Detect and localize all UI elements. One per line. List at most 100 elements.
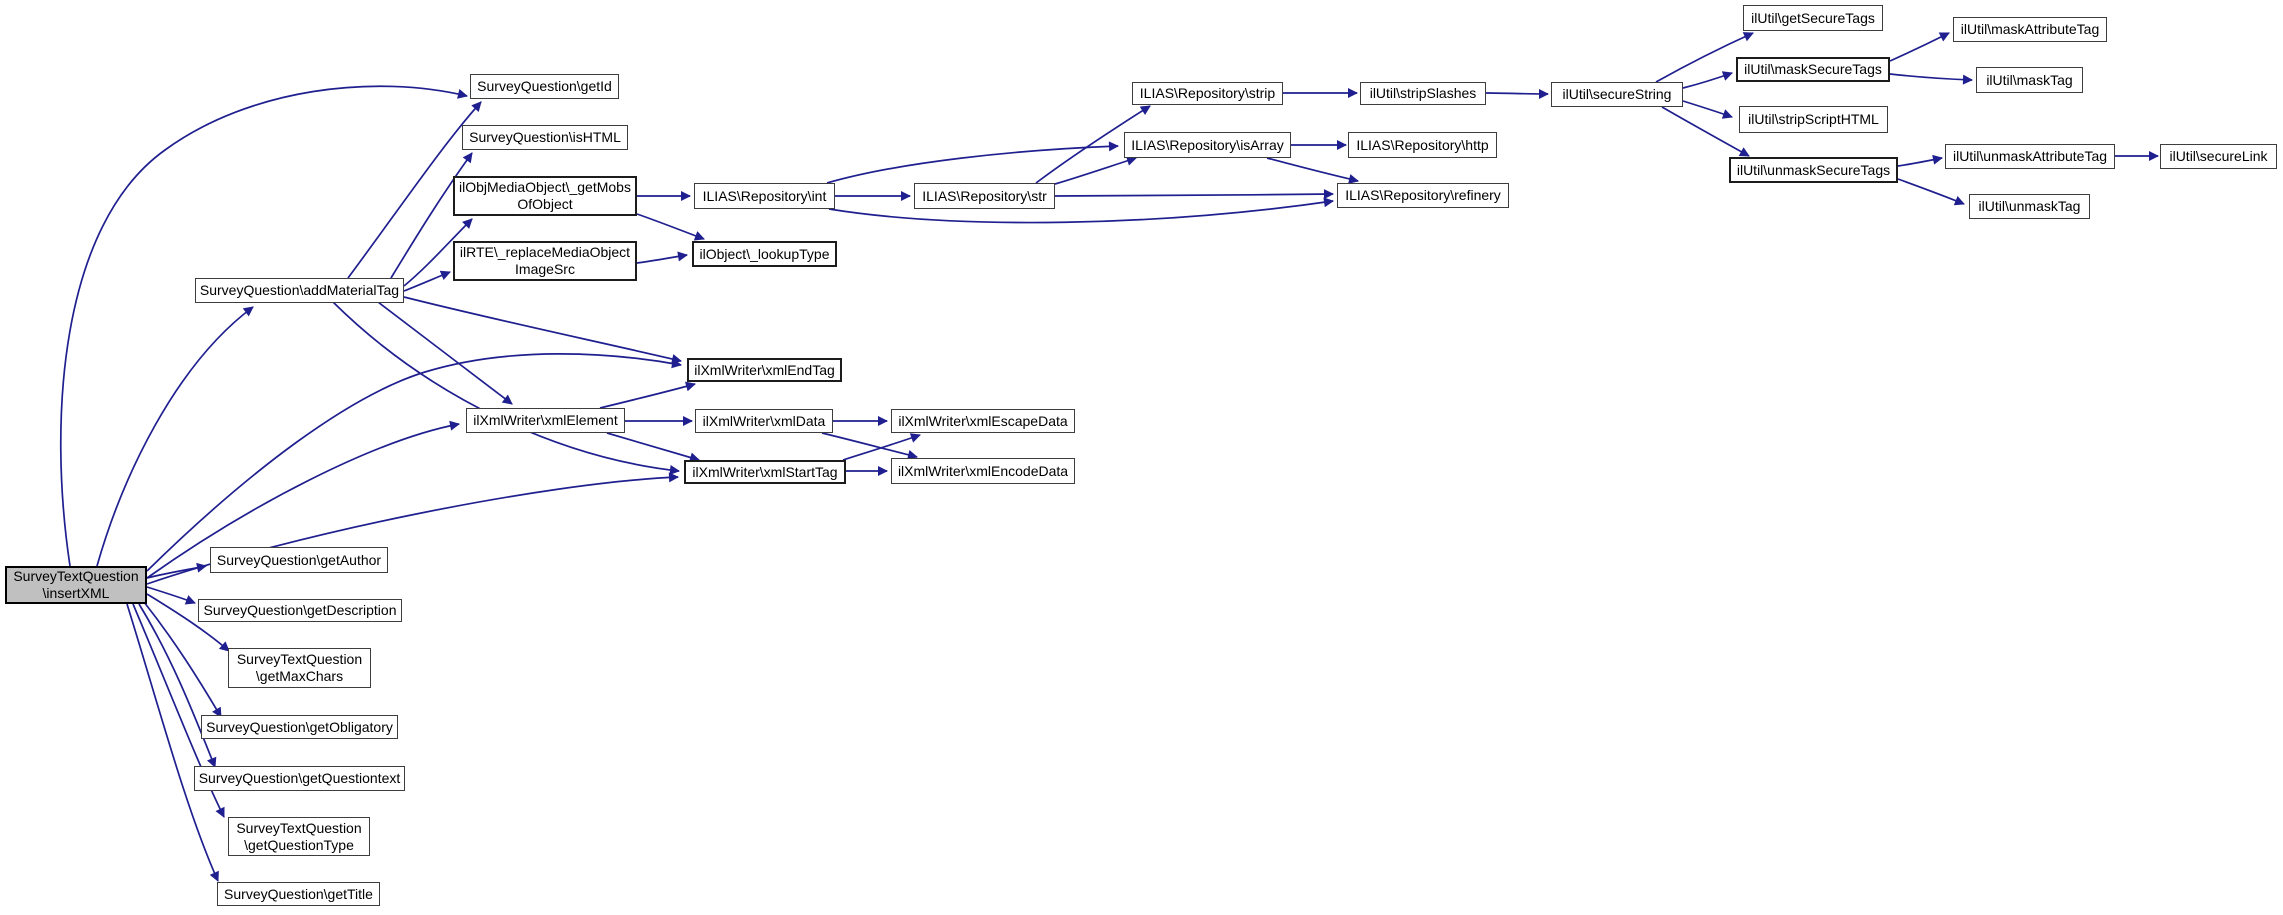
node-xmlEndTag[interactable]: ilXmlWriter\xmlEndTag (687, 358, 842, 382)
edge-addMaterialTag-getId (347, 101, 482, 279)
node-secureString[interactable]: ilUtil\secureString (1551, 82, 1683, 107)
node-repoHttp[interactable]: ILIAS\Repository\http (1348, 132, 1497, 158)
edge-insertXML-xmlElement (146, 420, 460, 579)
node-label: ilUtil\getSecureTags (1751, 9, 1875, 26)
node-refinery[interactable]: ILIAS\Repository\refinery (1337, 183, 1509, 208)
node-xmlElement[interactable]: ilXmlWriter\xmlElement (466, 408, 625, 433)
node-label: ilXmlWriter\xmlEncodeData (897, 462, 1069, 479)
node-getSecureTags[interactable]: ilUtil\getSecureTags (1743, 5, 1883, 31)
node-label: ilUtil\maskSecureTags (1744, 61, 1882, 77)
edge-secureString-unmaskSecureTags (1661, 106, 1750, 157)
edge-insertXML-getAuthor (146, 562, 207, 579)
node-maskAttributeTag[interactable]: ilUtil\maskAttributeTag (1953, 17, 2107, 42)
node-label: ilUtil\maskTag (1986, 71, 2073, 88)
node-secureLink[interactable]: ilUtil\secureLink (2160, 144, 2277, 169)
node-addMaterialTag[interactable]: SurveyQuestion\addMaterialTag (195, 278, 404, 303)
node-xmlEscapeData[interactable]: ilXmlWriter\xmlEscapeData (891, 409, 1075, 433)
edge-repoInt-refinery (828, 197, 1334, 224)
edge-secureString-maskSecureTags (1682, 71, 1733, 89)
edge-xmlElement-xmlEndTag (599, 381, 696, 409)
node-repoStrip[interactable]: ILIAS\Repository\strip (1132, 82, 1283, 105)
edge-unmaskSecureTags-unmaskTag (1897, 178, 1965, 206)
edge-xmlElement-xmlStartTag (606, 432, 700, 463)
edge-insertXML-getId (59, 85, 468, 567)
edge-insertXML-addMaterialTag (96, 306, 254, 567)
node-stripScriptHTML[interactable]: ilUtil\stripScriptHTML (1739, 106, 1888, 133)
edge-addMaterialTag-xmlElement (377, 301, 513, 405)
node-label: ilUtil\stripSlashes (1369, 85, 1477, 101)
edge-insertXML-getObligatory (143, 601, 222, 718)
edge-insertXML-getQuestionType (132, 603, 225, 818)
node-insertXML[interactable]: SurveyTextQuestion\insertXML (5, 566, 147, 604)
node-label: ilXmlWriter\xmlData (702, 412, 826, 429)
node-unmaskTag[interactable]: ilUtil\unmaskTag (1969, 194, 2090, 219)
edge-insertXML-getTitle (126, 603, 219, 882)
node-unmaskSecureTags[interactable]: ilUtil\unmaskSecureTags (1729, 157, 1898, 183)
node-label: SurveyQuestion\getId (477, 78, 612, 94)
node-unmaskAttributeTag[interactable]: ilUtil\unmaskAttributeTag (1945, 144, 2115, 169)
edge-repoInt-isArray (826, 141, 1119, 184)
node-label: SurveyQuestion\isHTML (469, 129, 621, 145)
node-xmlStartTag[interactable]: ilXmlWriter\xmlStartTag (684, 460, 846, 484)
edge-secureString-stripScriptHTML (1682, 100, 1733, 119)
node-xmlData[interactable]: ilXmlWriter\xmlData (695, 409, 833, 433)
node-label: OfObject (517, 196, 573, 212)
node-maskSecureTags[interactable]: ilUtil\maskSecureTags (1736, 57, 1890, 82)
node-label: ilUtil\unmaskTag (1978, 198, 2081, 214)
node-label: ilUtil\secureLink (2169, 148, 2268, 164)
node-label: SurveyQuestion\addMaterialTag (199, 282, 400, 298)
node-xmlEncodeData[interactable]: ilXmlWriter\xmlEncodeData (891, 458, 1075, 484)
node-getQuestiontext[interactable]: SurveyQuestion\getQuestiontext (194, 766, 405, 791)
node-isHTML[interactable]: SurveyQuestion\isHTML (462, 125, 628, 150)
node-label: ILIAS\Repository\strip (1139, 85, 1276, 101)
edge-insertXML-xmlEndTag (146, 353, 682, 572)
node-getQuestionType[interactable]: SurveyTextQuestion\getQuestionType (228, 817, 370, 856)
node-repoStr[interactable]: ILIAS\Repository\str (914, 183, 1055, 209)
node-label: ILIAS\Repository\isArray (1131, 136, 1284, 153)
node-label: \insertXML (42, 585, 110, 601)
node-repoInt[interactable]: ILIAS\Repository\int (694, 183, 835, 209)
node-isArray[interactable]: ILIAS\Repository\isArray (1124, 132, 1291, 158)
node-maskTag[interactable]: ilUtil\maskTag (1976, 67, 2083, 93)
edge-replaceMediaObjectImageSrc-lookupType (636, 251, 688, 264)
node-label: ilObject\_lookupType (699, 245, 830, 262)
node-getId[interactable]: SurveyQuestion\getId (470, 74, 619, 99)
node-stripSlashes[interactable]: ilUtil\stripSlashes (1360, 82, 1486, 105)
node-getTitle[interactable]: SurveyQuestion\getTitle (217, 882, 380, 906)
edge-repoStr-isArray (1054, 155, 1137, 185)
node-label: ILIAS\Repository\int (702, 187, 827, 204)
node-getAuthor[interactable]: SurveyQuestion\getAuthor (210, 547, 388, 573)
node-getDescription[interactable]: SurveyQuestion\getDescription (198, 599, 402, 622)
node-label: ImageSrc (515, 261, 575, 277)
node-label: ilUtil\stripScriptHTML (1748, 111, 1879, 127)
node-lookupType[interactable]: ilObject\_lookupType (692, 241, 837, 267)
edge-addMaterialTag-isHTML (390, 152, 473, 279)
edge-maskSecureTags-maskAttributeTag (1889, 32, 1950, 62)
edge-insertXML-getQuestiontext (138, 603, 217, 768)
edge-addMaterialTag-getMobsOfObject (403, 218, 473, 287)
edge-stripSlashes-secureString (1485, 88, 1549, 99)
edge-xmlData-xmlEncodeData (821, 432, 918, 460)
node-label: SurveyQuestion\getAuthor (216, 551, 382, 568)
node-label: \getMaxChars (255, 668, 344, 684)
edge-getMobsOfObject-lookupType (636, 213, 705, 241)
edge-repoStr-refinery (1054, 189, 1334, 200)
node-label: ilUtil\unmaskSecureTags (1736, 161, 1891, 178)
edge-xmlStartTag-xmlEscapeData (842, 433, 921, 461)
node-label: ilXmlWriter\xmlEscapeData (898, 412, 1068, 429)
edge-isArray-refinery (1266, 157, 1359, 184)
edge-insertXML-getDescription (146, 586, 196, 605)
node-label: SurveyQuestion\getDescription (203, 602, 397, 618)
node-label: ilUtil\unmaskAttributeTag (1952, 148, 2108, 164)
node-label: SurveyTextQuestion (13, 568, 139, 584)
node-label: ILIAS\Repository\http (1356, 136, 1489, 153)
node-label: SurveyQuestion\getTitle (224, 885, 373, 902)
edge-insertXML-getMaxChars (146, 593, 230, 652)
node-label: ilXmlWriter\xmlElement (473, 412, 618, 428)
node-getMaxChars[interactable]: SurveyTextQuestion\getMaxChars (228, 648, 371, 688)
node-getObligatory[interactable]: SurveyQuestion\getObligatory (201, 715, 398, 739)
